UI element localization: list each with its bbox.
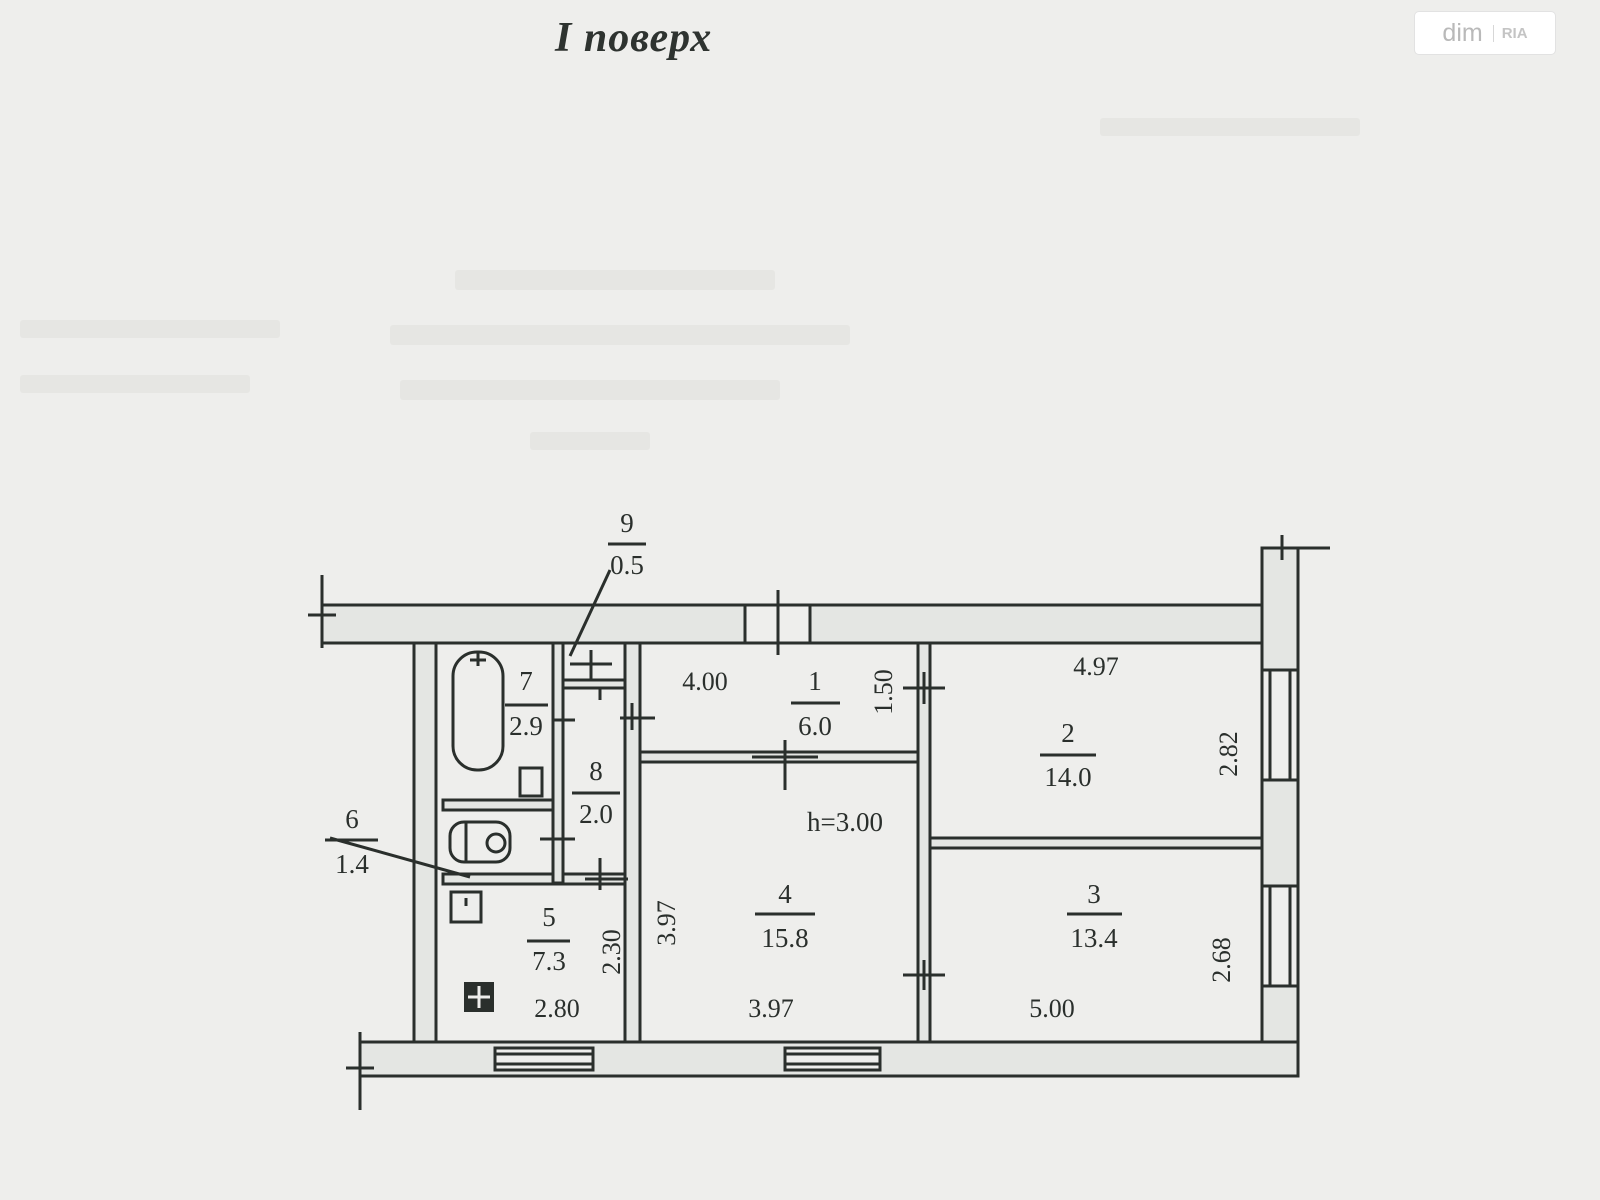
room2-area: 14.0 [1044,762,1091,792]
watermark-dim-text: dim [1442,18,1483,47]
bleed-through-text [1100,118,1360,136]
leader-line-room9 [568,569,612,657]
bathtub-fixture [451,650,505,772]
bleed-through-text [455,270,775,290]
window-right-lower [1260,884,1300,988]
room3-area: 13.4 [1070,923,1118,953]
room5-number: 5 [542,902,556,932]
room5-area: 7.3 [532,946,566,976]
corridor-width-dimension: 1.50 [869,669,898,715]
right-wall [1260,546,1300,1078]
watermark-ria-text: RIA [1492,24,1528,42]
window-bottom-room4 [783,1046,882,1072]
corridor-length-dimension: 4.00 [682,667,728,696]
room7-number: 7 [519,666,533,696]
room3-number: 3 [1087,879,1101,909]
room8-number: 8 [589,756,603,786]
room6-number: 6 [345,804,359,834]
watermark-logo: dim RIA [1415,12,1555,54]
bleed-through-text [20,375,250,393]
sink-fixture [449,890,483,924]
room6-area: 1.4 [335,849,369,879]
room3-width-dimension: 2.68 [1207,937,1236,983]
leader-line-room6 [329,836,471,879]
partition-closet-hall [623,641,642,1044]
partition-closet8-top [561,678,627,690]
bleed-through-text [20,320,280,338]
room4-length-dimension: 3.97 [748,994,794,1023]
partition-room2-room3 [928,836,1264,850]
room9-area: 0.5 [610,550,644,580]
page-title: I поверх [555,15,713,61]
kitchen-width-dimension: 2.30 [597,929,626,975]
room4-width-dimension: 3.97 [652,900,681,946]
room9-number: 9 [620,508,634,538]
room1-area: 6.0 [798,711,832,741]
room4-area: 15.8 [761,923,808,953]
kitchen-length-dimension: 2.80 [534,994,580,1023]
room2-length-dimension: 4.97 [1073,652,1119,681]
ceiling-height-label: h=3.00 [807,807,883,837]
room2-width-dimension: 2.82 [1214,731,1243,777]
room3-length-dimension: 5.00 [1029,994,1075,1023]
room4-number: 4 [778,879,792,909]
window-right-upper [1260,668,1300,782]
partition-bathroom-toilet [441,798,555,812]
room7-area: 2.9 [509,711,543,741]
partition-bath-closet [551,641,565,885]
bleed-through-text [400,380,780,400]
room2-number: 2 [1061,718,1075,748]
room8-area: 2.0 [579,799,613,829]
left-wall [412,641,438,1044]
bleed-through-text [530,432,650,450]
window-bottom-kitchen [493,1046,595,1072]
room1-number: 1 [808,666,822,696]
bleed-through-text [390,325,850,345]
washbasin-fixture [518,766,544,798]
